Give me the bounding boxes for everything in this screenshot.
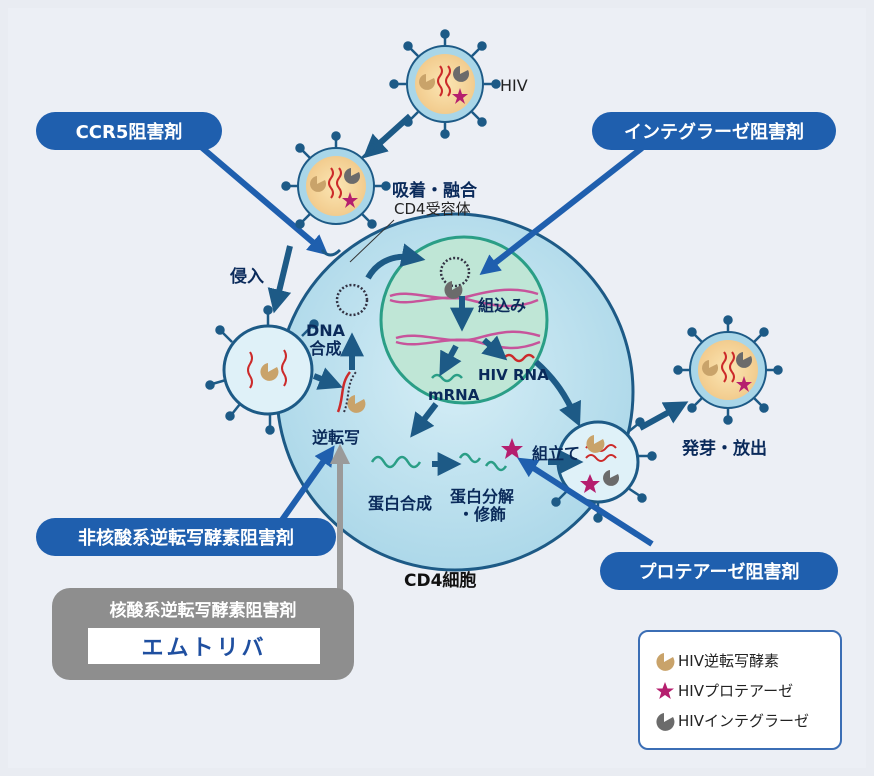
hiv-virion-released xyxy=(673,315,783,425)
drug-arrows xyxy=(198,143,654,547)
ccr5-inhibitor-badge: CCR5阻害剤 xyxy=(36,112,222,150)
adsorption-label: 吸着・融合 xyxy=(392,181,477,201)
nrti-title: 核酸系逆転写酵素阻害剤 xyxy=(109,601,297,621)
hiv-rna-strand xyxy=(503,353,535,363)
legend: HIV逆転写酵素 HIVプロテアーゼ HIVインテグラーゼ xyxy=(638,630,842,750)
entry-label: 侵入 xyxy=(230,267,264,287)
reverse-transcriptase-icon xyxy=(260,363,279,381)
reverse-transcription-label: 逆転写 xyxy=(312,428,361,447)
integrase-icon xyxy=(656,712,675,731)
protease-star-icon xyxy=(501,438,523,459)
legend-item-protease: HIVプロテアーゼ xyxy=(654,680,793,701)
emtriva-product: エムトリバ xyxy=(88,628,320,664)
protease-star-icon xyxy=(656,681,674,699)
protein-chain xyxy=(370,455,422,469)
budding-label: 発芽・放出 xyxy=(682,439,767,459)
receptor-pointer xyxy=(349,219,395,263)
host-dna xyxy=(389,288,541,350)
protein-fragment xyxy=(458,452,482,464)
viral-dna-loop xyxy=(439,256,471,288)
reverse-transcriptase-icon xyxy=(656,652,675,671)
legend-label: HIVプロテアーゼ xyxy=(678,682,794,700)
receptor-label: CD4受容体 xyxy=(394,200,471,218)
integration-label: 組込み xyxy=(478,296,527,315)
protein-fragment xyxy=(484,460,508,472)
reverse-transcription-strand xyxy=(336,371,357,413)
legend-label: HIVインテグラーゼ xyxy=(678,712,809,730)
legend-item-reverse-transcriptase: HIV逆転写酵素 xyxy=(654,650,779,671)
cytoplasm-dna-loop xyxy=(335,283,369,317)
cell-label: CD4細胞 xyxy=(404,571,477,591)
legend-item-integrase: HIVインテグラーゼ xyxy=(654,710,809,731)
protease-inhibitor-badge: プロテアーゼ阻害剤 xyxy=(600,552,838,590)
reverse-transcriptase-icon xyxy=(347,395,366,413)
legend-label: HIV逆転写酵素 xyxy=(678,652,779,670)
protein-cleavage-label: 蛋白分解 ・修飾 xyxy=(450,487,515,524)
protein-synthesis-label: 蛋白合成 xyxy=(368,494,433,513)
cd4-receptor xyxy=(320,248,342,257)
nrti-panel: 核酸系逆転写酵素阻害剤 エムトリバ xyxy=(52,588,354,680)
hiv-label: HIV xyxy=(500,76,528,95)
hiv-rna-label: HIV RNA xyxy=(478,366,549,384)
integrase-icon xyxy=(444,281,463,299)
hiv-virion-top xyxy=(389,29,501,139)
hiv-virion-approaching xyxy=(281,131,391,229)
assembly-label: 組立て xyxy=(532,444,581,463)
vesicle-rna xyxy=(247,349,287,389)
dna-synthesis-label: DNA 合成 xyxy=(306,321,346,358)
budding-contents xyxy=(580,435,620,493)
mrna-label: mRNA xyxy=(428,386,480,404)
integrase-inhibitor-badge: インテグラーゼ阻害剤 xyxy=(592,112,836,150)
nnrti-badge: 非核酸系逆転写酵素阻害剤 xyxy=(36,518,336,556)
